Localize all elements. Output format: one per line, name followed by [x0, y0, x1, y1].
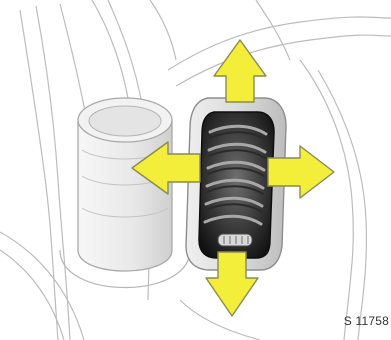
- arrow-up-icon: [214, 40, 266, 102]
- rotary-knob: [60, 98, 190, 288]
- figure-code: S 11758: [344, 314, 389, 328]
- vent-thumbwheel: [218, 234, 252, 246]
